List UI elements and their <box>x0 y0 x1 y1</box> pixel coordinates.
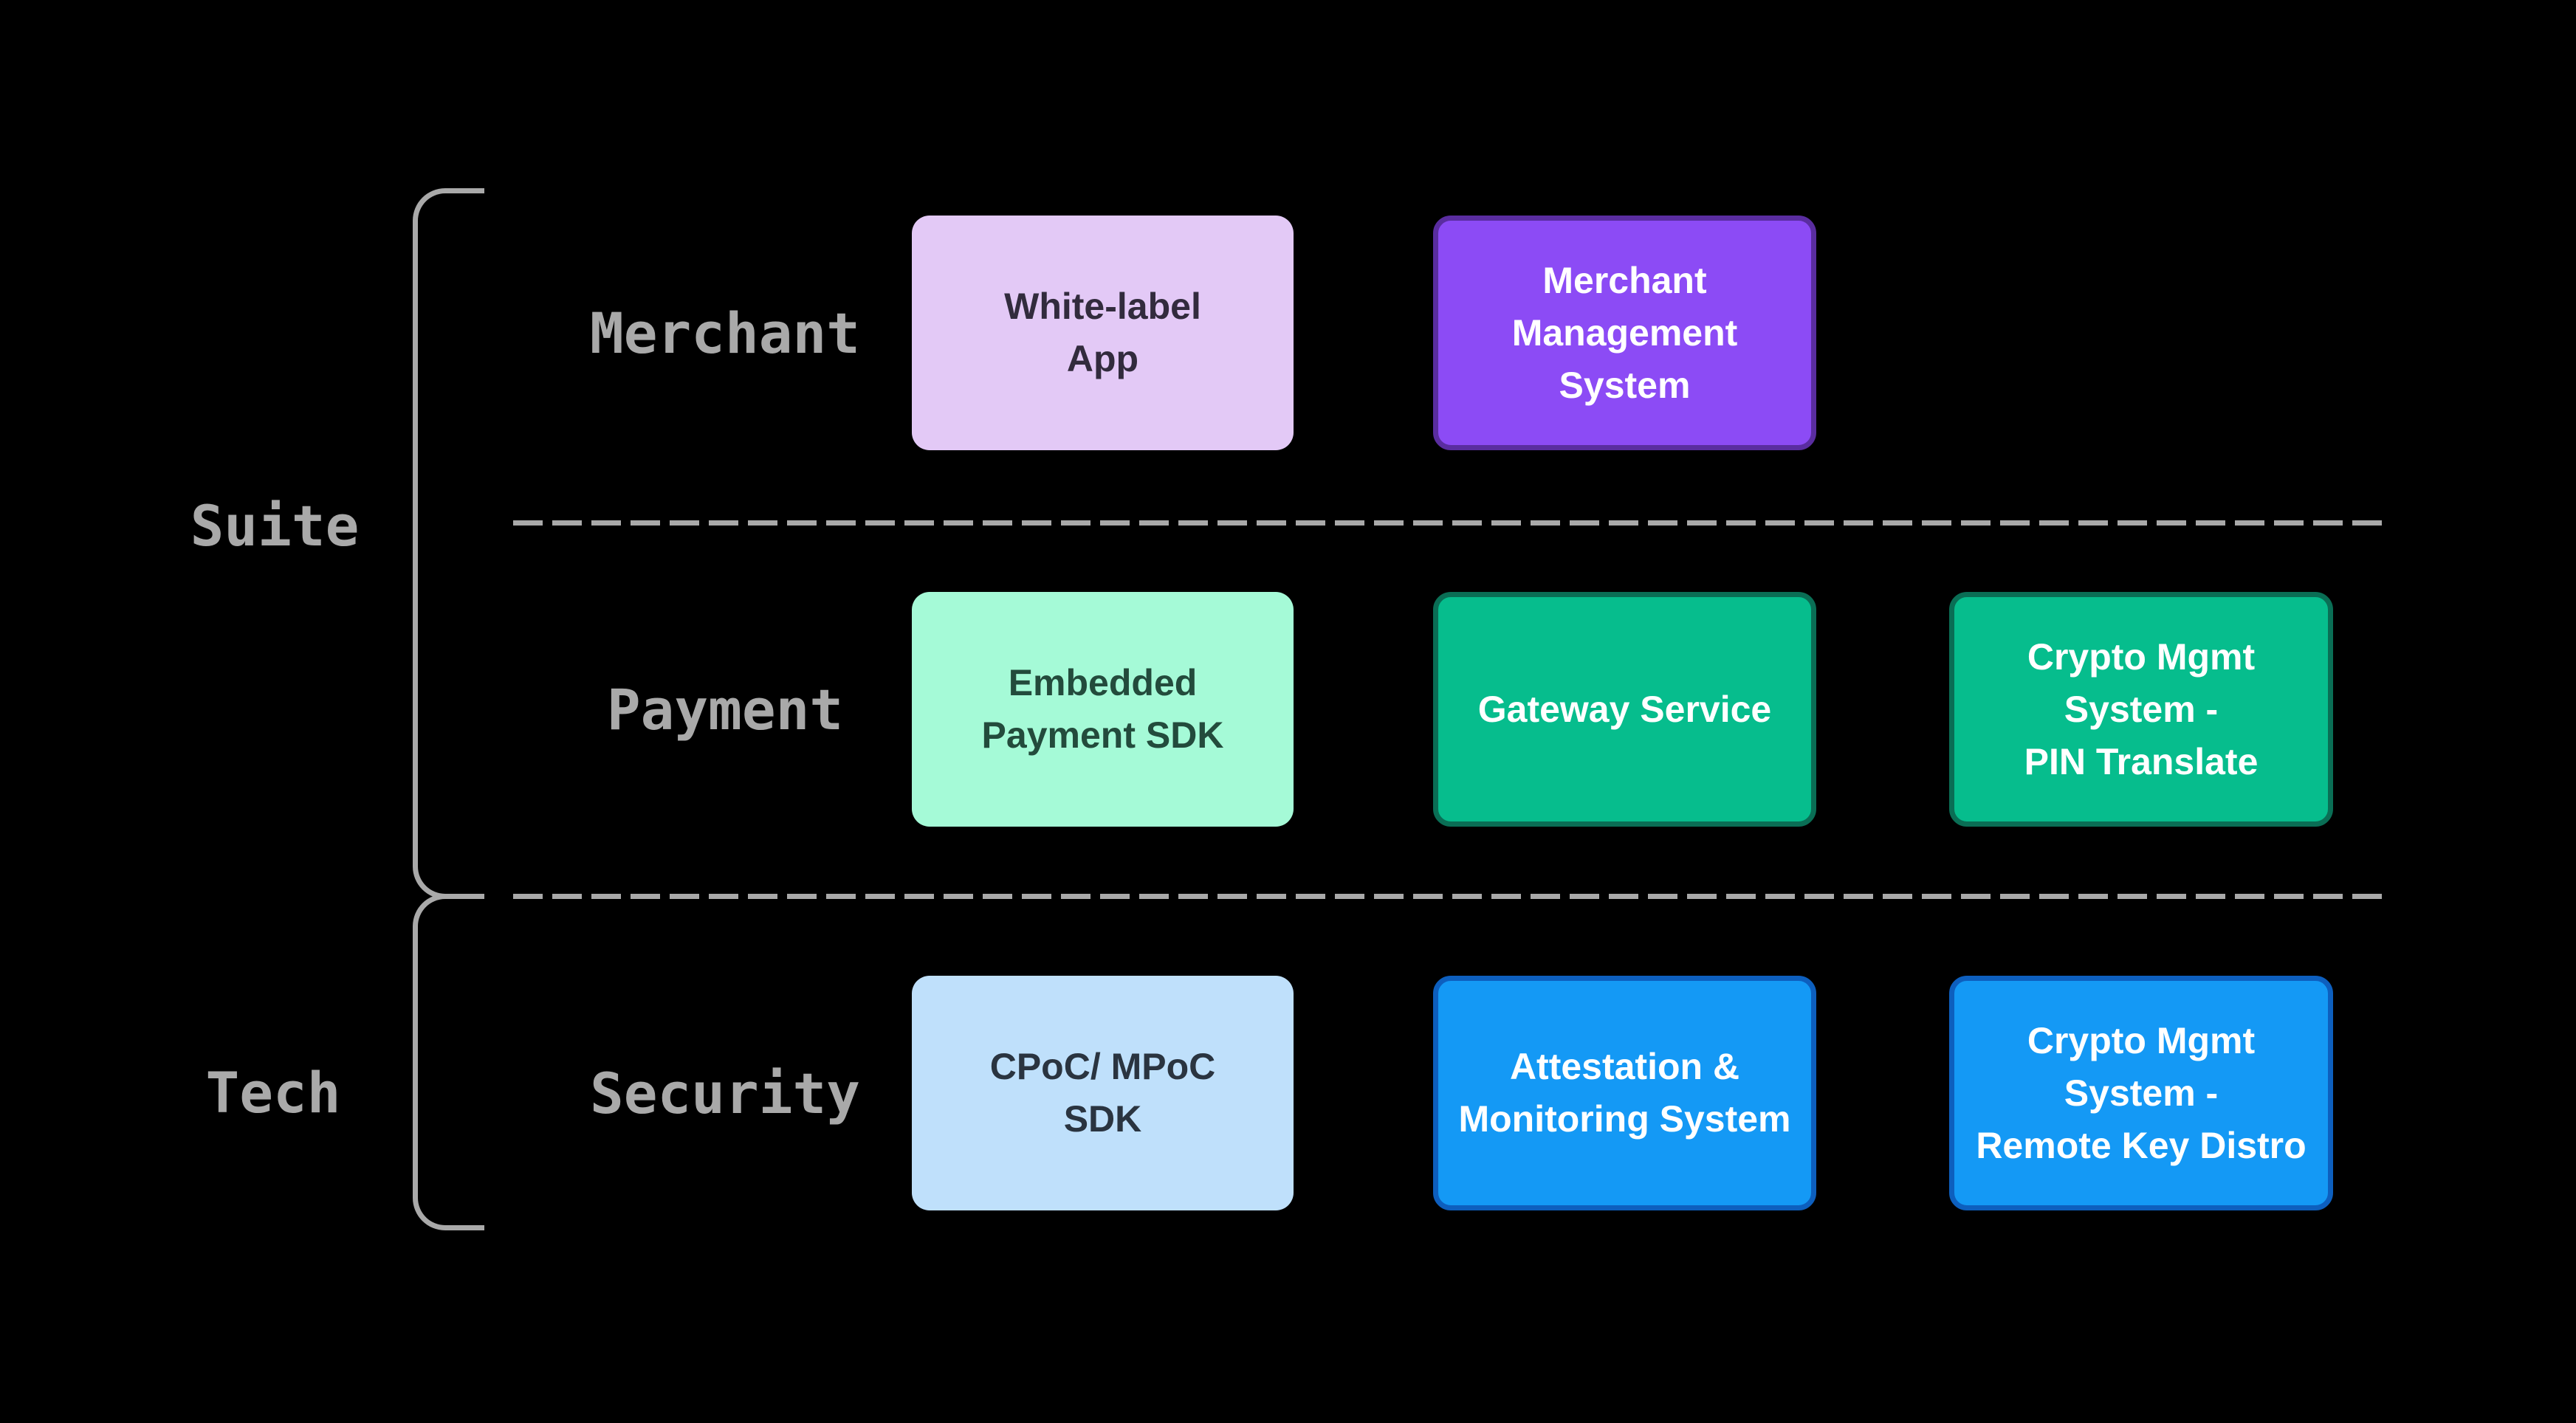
box-gateway-service: Gateway Service <box>1433 592 1816 827</box>
box-line: App <box>1066 338 1139 379</box>
row-label-merchant: Merchant <box>589 300 861 366</box>
box-line: White-label <box>1004 286 1201 327</box>
box-embedded-payment-sdk: Embedded Payment SDK <box>912 592 1294 827</box>
box-line: System - <box>2064 1072 2219 1114</box>
group-label-suite: Suite <box>190 492 360 559</box>
box-line: Payment SDK <box>981 714 1224 756</box>
box-line: Crypto Mgmt <box>2027 1019 2256 1061</box>
box-crypto-mgmt-system-remote-key-distro: Crypto Mgmt System - Remote Key Distro <box>1949 976 2333 1210</box>
box-attestation-monitoring-system: Attestation & Monitoring System <box>1433 976 1816 1210</box>
box-line: Attestation & <box>1509 1046 1740 1087</box>
dashed-divider-merchant-payment <box>513 520 2387 526</box>
box-line: System - <box>2064 688 2219 730</box>
box-line: Remote Key Distro <box>1976 1124 2307 1166</box>
row-label-payment: Payment <box>606 676 844 742</box>
tech-group-bracket <box>413 894 484 1230</box>
box-line: Embedded <box>1008 662 1198 703</box>
box-line: CPoC/ MPoC <box>989 1046 1216 1087</box>
box-cpoc-mpoc-sdk: CPoC/ MPoC SDK <box>912 976 1294 1210</box>
box-line: Gateway Service <box>1477 688 1772 730</box>
box-line: Merchant <box>1542 259 1707 301</box>
suite-group-bracket <box>413 188 484 899</box>
box-line: System <box>1559 364 1691 406</box>
box-line: Crypto Mgmt <box>2027 635 2256 678</box>
box-line: Monitoring System <box>1458 1098 1791 1140</box>
box-white-label-app: White-label App <box>912 216 1294 450</box>
group-label-tech: Tech <box>205 1059 341 1126</box>
dashed-divider-payment-security <box>513 894 2387 899</box>
box-line: Management <box>1511 311 1738 354</box>
box-line: PIN Translate <box>2024 740 2259 782</box>
box-merchant-management-system: Merchant Management System <box>1433 216 1816 450</box>
box-line: SDK <box>1063 1098 1142 1140</box>
row-label-security: Security <box>589 1060 861 1126</box>
box-crypto-mgmt-system-pin-translate: Crypto Mgmt System - PIN Translate <box>1949 592 2333 827</box>
